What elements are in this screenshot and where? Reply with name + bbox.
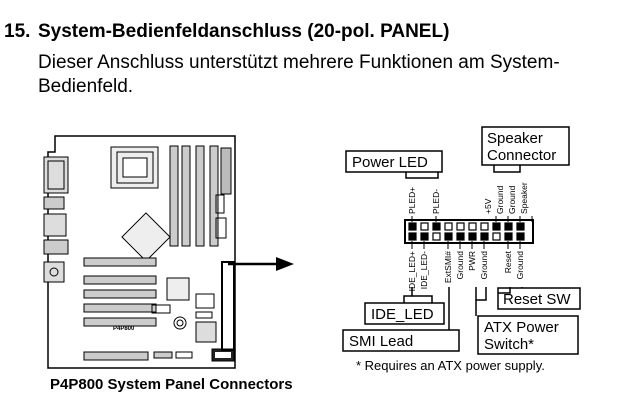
atx-power-switch-callout xyxy=(477,315,579,355)
pin-header xyxy=(404,216,534,249)
pin-label: PWR xyxy=(467,251,477,271)
pin-label: ExtSMI# xyxy=(443,251,453,283)
reset-sw-callout xyxy=(497,287,581,310)
smi-lead-label: SMI Lead xyxy=(349,333,413,350)
pin-label: PLED+ xyxy=(407,187,417,214)
pin-label: Ground xyxy=(515,251,525,280)
atx-footnote: * Requires an ATX power supply. xyxy=(356,358,545,373)
pin-labels-bottom: IDE_LED+ IDE_LED- ExtSMI# Ground PWR Gro… xyxy=(407,250,525,291)
pointer-arrow xyxy=(228,257,294,271)
reset-sw-label: Reset SW xyxy=(503,291,571,308)
motherboard-diagram xyxy=(43,135,236,369)
ide-led-label: IDE_LED xyxy=(371,306,434,323)
section-description: Dieser Anschluss unterstützt mehrere Fun… xyxy=(38,52,560,97)
atx-label-line1: ATX Power xyxy=(484,319,559,336)
pin-label: Ground xyxy=(479,251,489,280)
leader-lines xyxy=(403,165,523,330)
pin-label: Reset xyxy=(503,250,513,273)
atx-label-line2: Switch* xyxy=(484,336,534,353)
speaker-label-line2: Connector xyxy=(487,147,556,164)
section-number: 15. xyxy=(4,21,31,42)
pin-label: Ground xyxy=(455,251,465,280)
speaker-connector-callout xyxy=(481,126,570,166)
pin-label: Ground xyxy=(507,185,517,214)
pin-labels-top: PLED+ PLED- +5V Ground Ground Speaker xyxy=(407,182,529,214)
pin-label: +5V xyxy=(483,198,493,214)
section-title: System-Bedienfeldanschluss (20-pol. PANE… xyxy=(38,21,450,42)
pin-label: IDE_LED+ xyxy=(407,251,417,291)
speaker-label-line1: Speaker xyxy=(487,130,543,147)
section-heading: 15. System-Bedienfeldanschluss (20-pol. P… xyxy=(4,21,449,43)
pin-label: Ground xyxy=(495,185,505,214)
smi-lead-callout xyxy=(342,329,460,352)
pin-label: Speaker xyxy=(519,182,529,214)
power-led-callout xyxy=(345,150,443,173)
board-model-label: P4P800 xyxy=(113,326,135,332)
pin-label: IDE_LED- xyxy=(419,251,429,289)
power-led-label: Power LED xyxy=(352,154,428,171)
board-caption: P4P800 System Panel Connectors xyxy=(50,376,293,393)
pin-label: PLED- xyxy=(431,189,441,214)
